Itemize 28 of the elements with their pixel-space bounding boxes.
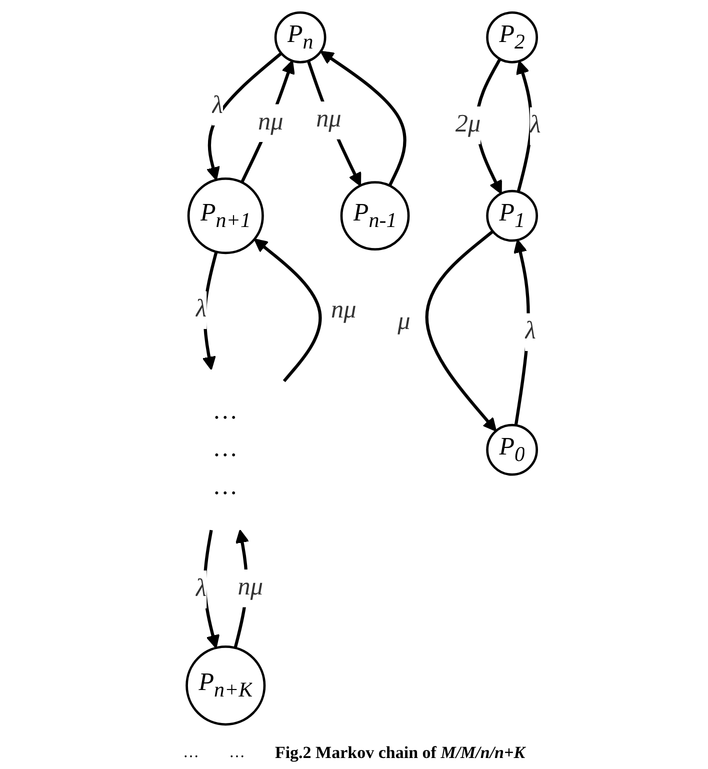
node-circle: P$_{n+K}$ [186, 646, 266, 726]
node-circle: P$_{n}$ [274, 11, 326, 64]
arrow [516, 60, 533, 192]
arrow [425, 230, 497, 432]
arrow [240, 60, 295, 184]
node-circle: P$_{n+1}$ [187, 178, 264, 254]
edge-label: λ [524, 318, 536, 345]
arrow [254, 238, 322, 382]
arrow [206, 52, 282, 181]
ellipsis-label: … [182, 744, 199, 762]
edge-label: λ [196, 575, 207, 602]
edge-label: nμ [331, 297, 356, 324]
node-circle: P$_{0}$ [486, 424, 538, 476]
node-circle: P$_{2}$ [486, 11, 538, 64]
edge-label: λ [196, 296, 207, 323]
edge-label: 2μ [455, 111, 481, 138]
node-circle: P$_{n-1}$ [340, 181, 410, 250]
figure-caption: Fig.2 Markov chain of M/M/n/n+K [274, 743, 526, 763]
arrow [320, 50, 406, 186]
node-text: … … … [214, 398, 237, 500]
edge-label: nμ [238, 574, 264, 601]
arrow [306, 60, 362, 186]
edge-label: λ [212, 92, 223, 120]
node-circle: P$_{1}$ [486, 190, 538, 242]
edge-label: μ [398, 308, 410, 336]
edge-label: nμ [316, 106, 342, 134]
ellipsis-label: … [228, 744, 245, 762]
edge-label: nμ [258, 108, 284, 136]
